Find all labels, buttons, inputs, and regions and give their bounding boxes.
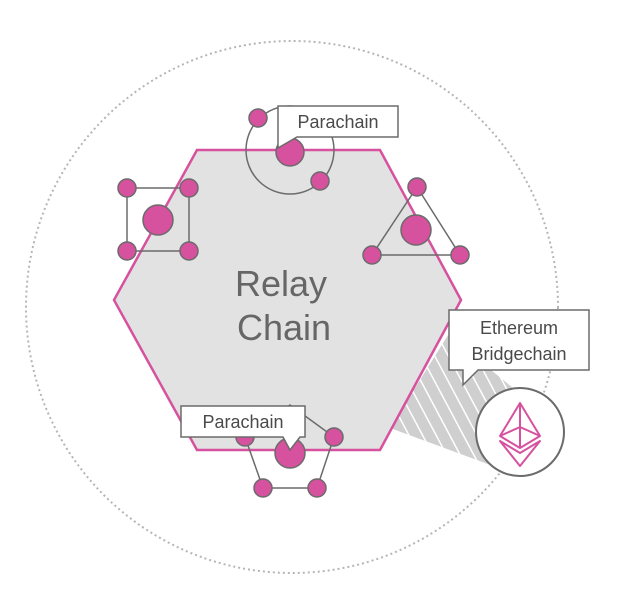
parachain-right-node: [362, 177, 470, 265]
parachain-bottom-label: Parachain: [202, 412, 283, 432]
ethereum-icon: [499, 402, 541, 467]
relay-chain-label-line1: Relay: [235, 263, 327, 304]
parachain-bottom-callout: Parachain: [180, 405, 306, 452]
ethereum-node: [475, 387, 565, 477]
bridgechain-label-line2: Bridgechain: [471, 344, 566, 364]
parachain-bottom-node: [235, 404, 344, 498]
bridgechain-callout: Ethereum Bridgechain: [448, 309, 590, 387]
relay-chain-hexagon: [112, 148, 463, 452]
parachain-top-label: Parachain: [297, 112, 378, 132]
outer-ring: [25, 40, 559, 574]
bridgechain-label-line1: Ethereum: [480, 318, 558, 338]
relay-chain-label-line2: Chain: [237, 307, 331, 348]
parachain-left-node: [117, 178, 199, 261]
parachain-top-callout: Parachain: [277, 105, 399, 150]
